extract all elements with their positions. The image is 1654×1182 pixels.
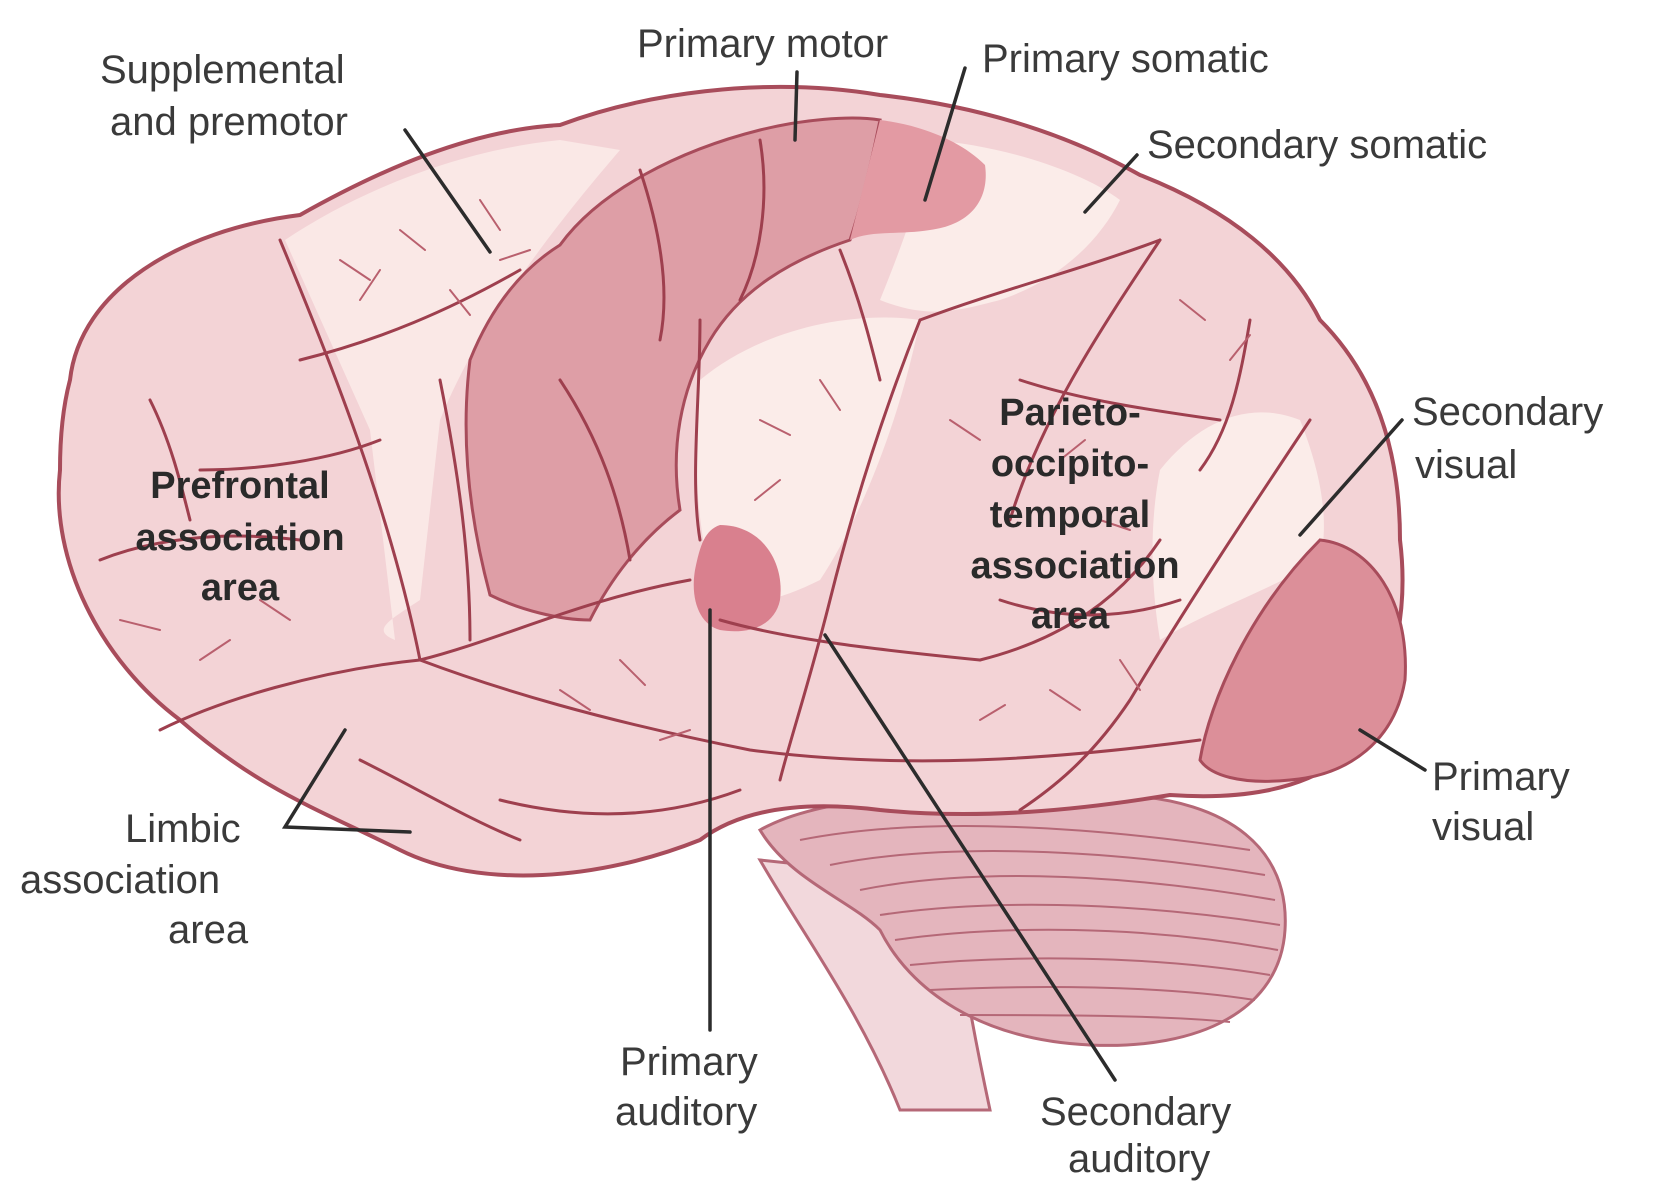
label-parieto-line1: Parieto- <box>999 392 1140 434</box>
label-prefrontal-line1: Prefrontal <box>150 465 329 507</box>
label-parieto-line4: association <box>970 545 1179 587</box>
label-primary-visual-line2: visual <box>1432 805 1534 849</box>
label-limbic-line3: area <box>168 908 249 952</box>
leader-primary-visual <box>1360 730 1425 770</box>
label-primary-auditory-line2: auditory <box>615 1090 757 1134</box>
label-primary-visual-line1: Primary <box>1432 755 1570 799</box>
label-secondary-visual-line1: Secondary <box>1412 390 1603 434</box>
label-limbic-line2: association <box>20 858 220 902</box>
label-secondary-auditory-line1: Secondary <box>1040 1090 1231 1134</box>
label-primary-somatic: Primary somatic <box>982 37 1269 81</box>
label-prefrontal-line2: association <box>135 517 344 559</box>
label-secondary-auditory-line2: auditory <box>1068 1137 1210 1181</box>
label-parieto-line3: temporal <box>990 494 1150 536</box>
label-supplemental-line1: Supplemental <box>100 48 345 92</box>
label-parieto-line5: area <box>1031 595 1110 637</box>
label-prefrontal-line3: area <box>201 567 280 609</box>
label-parieto-line2: occipito- <box>991 443 1149 485</box>
label-secondary-somatic: Secondary somatic <box>1147 123 1487 167</box>
label-limbic-line1: Limbic <box>125 807 241 851</box>
label-primary-auditory-line1: Primary <box>620 1040 758 1084</box>
leader-primary-motor <box>795 72 797 140</box>
label-secondary-visual-line2: visual <box>1415 443 1517 487</box>
label-primary-motor: Primary motor <box>637 22 888 66</box>
label-supplemental-line2: and premotor <box>110 100 348 144</box>
